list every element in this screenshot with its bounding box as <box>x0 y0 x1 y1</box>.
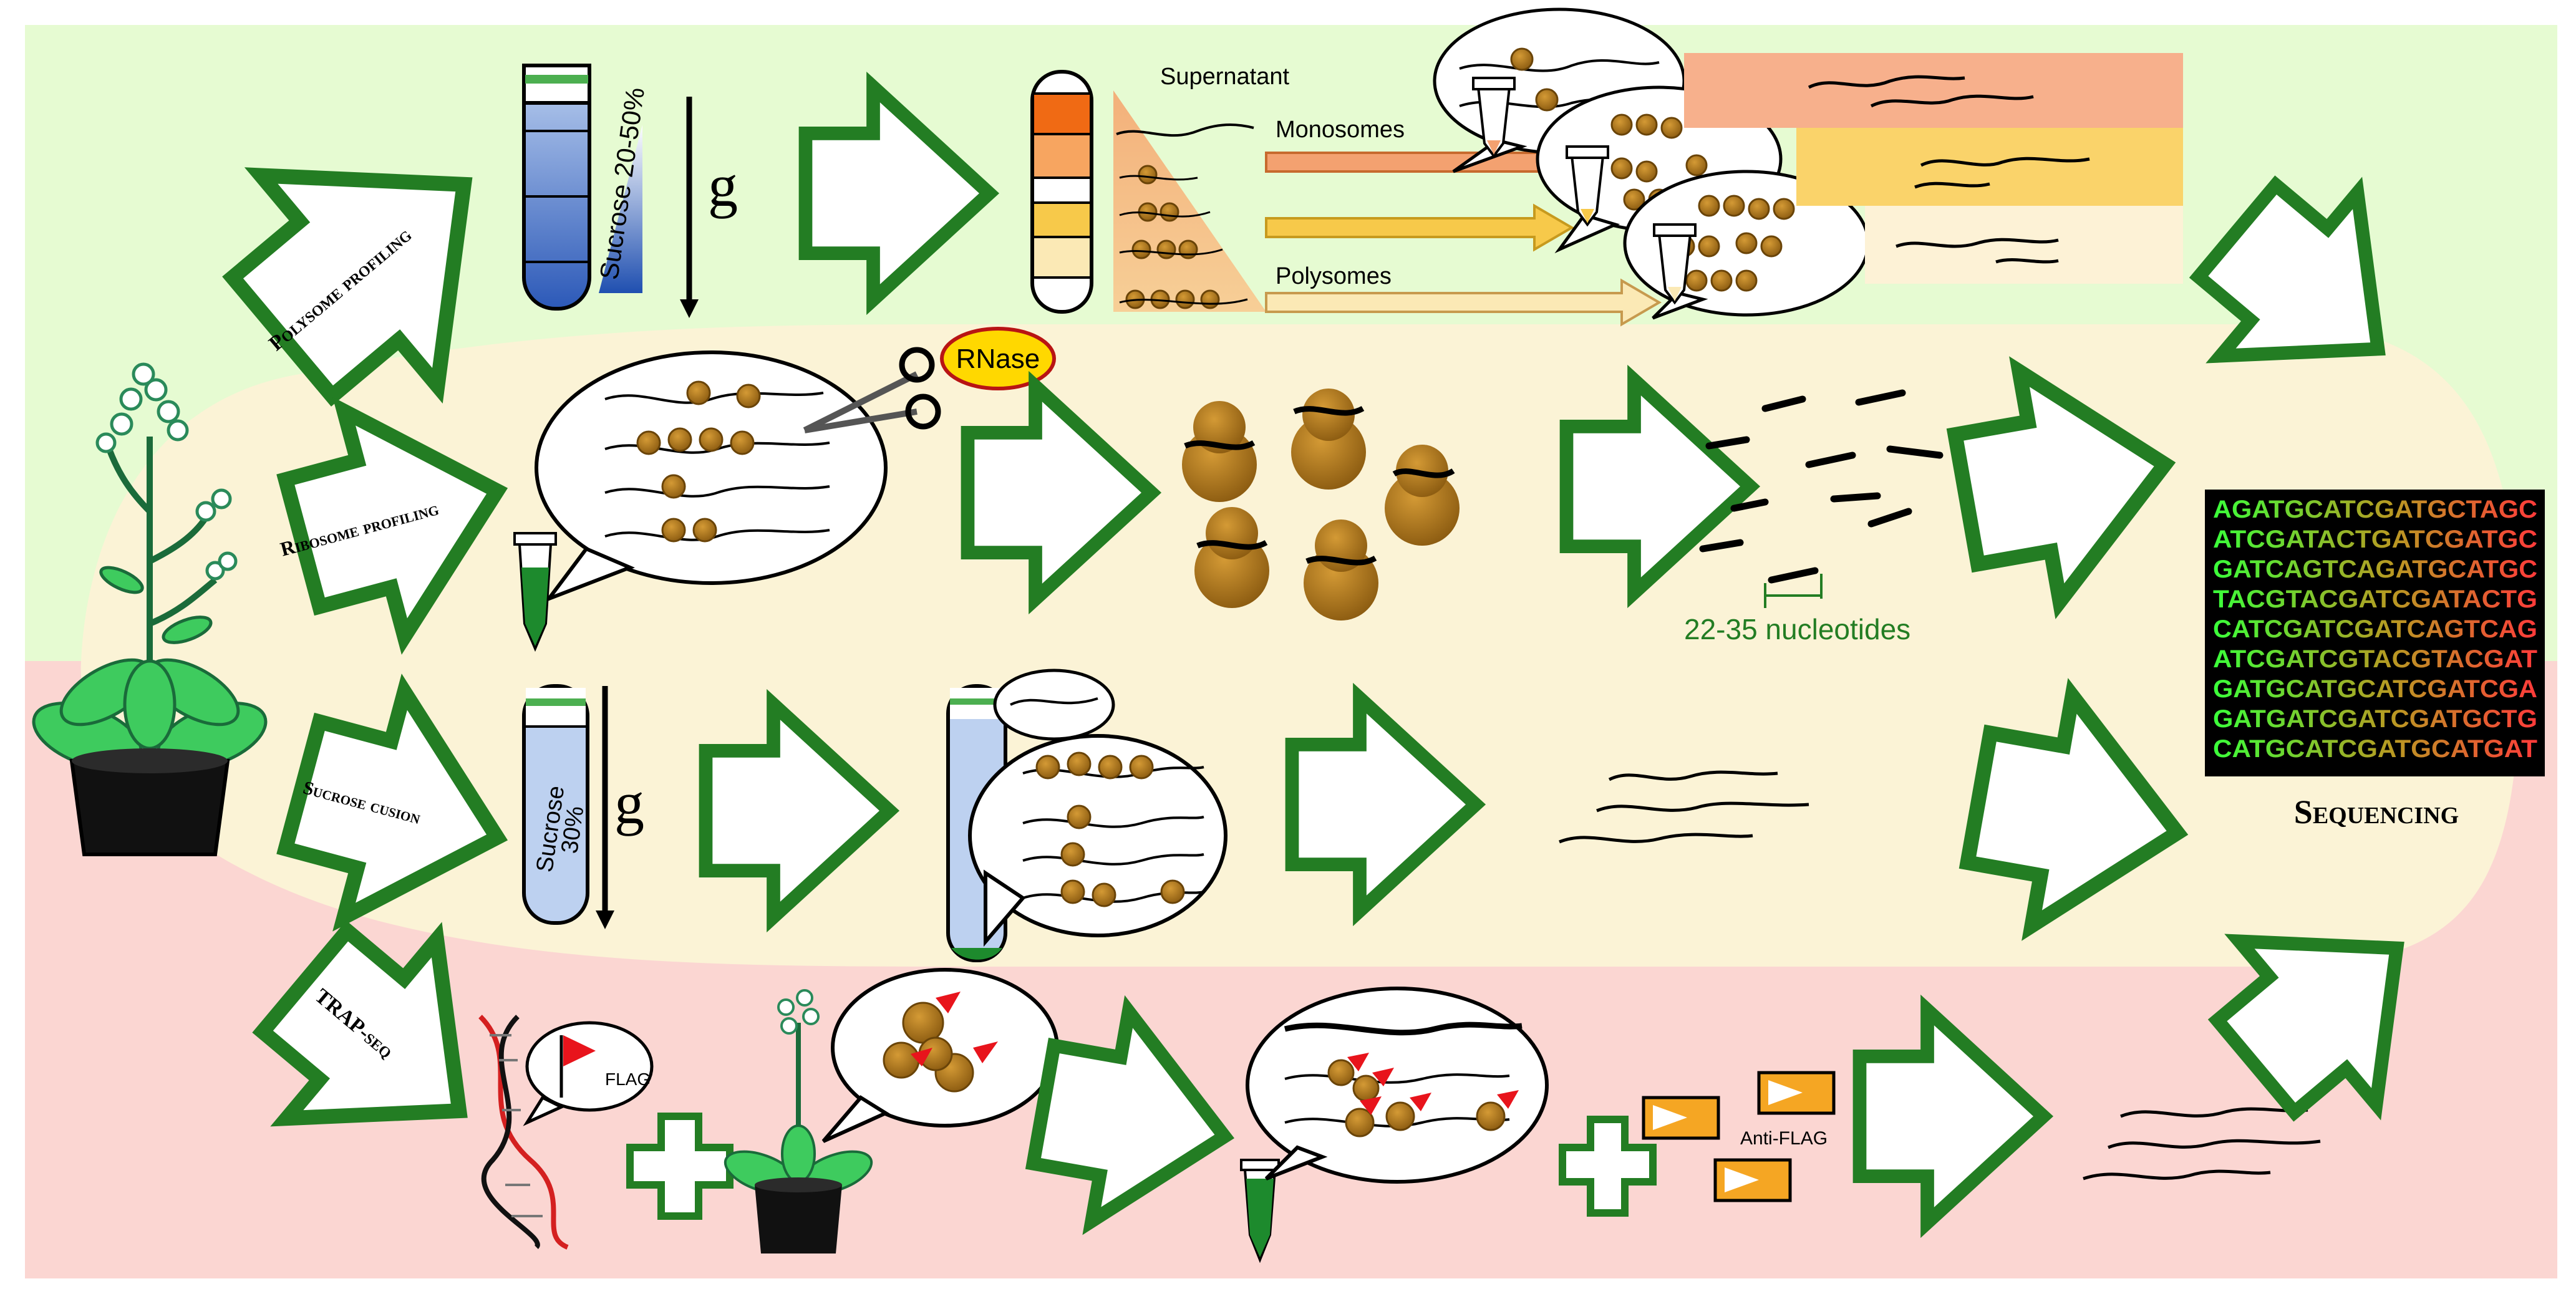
nucleotide-scale <box>1764 574 1823 608</box>
rna-footprints <box>1699 389 1944 584</box>
flag-bubble: FLAG <box>523 1021 654 1126</box>
polysome-profiling-arrow: Polysome profiling <box>183 79 552 451</box>
gradient-wedge <box>599 125 642 293</box>
anti-flag-beads <box>1642 1071 1836 1202</box>
gravity-label: g <box>708 152 738 219</box>
rnase-badge: RNase <box>940 327 1056 390</box>
cushion-mrna <box>1559 770 1809 844</box>
rnase-label: RNase <box>956 344 1040 374</box>
plant-icon <box>32 362 268 856</box>
fraction-strip-monosome <box>1684 53 2183 128</box>
sequence-row: GATGATCGATCGATGCTG <box>2213 705 2537 733</box>
ribosome-sample-tube <box>513 532 557 652</box>
sucrose-gradient-tube <box>522 64 591 311</box>
cushion-percent-label: 30% <box>556 804 589 855</box>
sequence-rows: AGATGCATCGATGCTAGC ATCGATACTGATCGATGC GATC… <box>2213 496 2537 763</box>
sequence-row: ATCGATCGTACGTACGAT <box>2213 645 2537 673</box>
pellet-bubble <box>968 734 1227 947</box>
nucleotide-range-label: 22-35 nucleotides <box>1684 613 1910 645</box>
trap-bubble <box>1246 987 1549 1184</box>
sequence-row: GATCAGTCAGATGCATGC <box>2213 556 2537 583</box>
ribosome-profiling-arrow: Ribosome profiling <box>250 379 527 662</box>
dna-icon <box>478 1015 569 1250</box>
fractionated-tube <box>1030 70 1093 314</box>
transgenic-plant-icon <box>724 989 873 1253</box>
sequencing-panel: AGATGCATCGATGCTAGC ATCGATACTGATCGATGC GATC… <box>2205 490 2545 776</box>
cushion-gravity-label: g <box>614 770 644 836</box>
rnase-bubble <box>535 350 888 603</box>
sequence-row: ATCGATACTGATCGATGC <box>2213 526 2537 553</box>
cushion-top-bubble <box>993 669 1115 741</box>
footprint-ribosomes <box>1182 389 1460 621</box>
fraction-strip-light <box>1796 128 2183 206</box>
trap-sample-tube <box>1240 1159 1280 1263</box>
sequence-row: TACGTACGATCGATACTG <box>2213 586 2537 613</box>
sequence-row: GATGCATGCATCGATCGA <box>2213 675 2537 703</box>
sequence-row: CATGCATCGATGCATGAT <box>2213 735 2537 763</box>
anti-flag-label: Anti-FLAG <box>1740 1128 1828 1149</box>
monosomes-label: Monosomes <box>1276 117 1405 143</box>
supernatant-label: Supernatant <box>1160 64 1289 90</box>
fraction-tubes <box>1472 77 1697 305</box>
scissors-icon <box>803 347 941 433</box>
sequence-row: AGATGCATCGATGCTAGC <box>2213 496 2537 523</box>
trap-mrna <box>2083 1107 2321 1181</box>
trap-seq-arrow: TRAP-seq <box>230 892 535 1200</box>
plus-icon <box>1559 1116 1657 1217</box>
cushion-tube <box>522 684 589 925</box>
flag-label: FLAG <box>605 1070 651 1089</box>
sucrose-cushion-arrow: Sucrose cusion <box>273 673 528 950</box>
sequencing-label: Sequencing <box>2294 793 2459 831</box>
sequence-row: CATCGATCGATCAGTCAG <box>2213 616 2537 643</box>
plus-icon <box>626 1113 734 1220</box>
polysomes-label: Polysomes <box>1276 263 1392 289</box>
